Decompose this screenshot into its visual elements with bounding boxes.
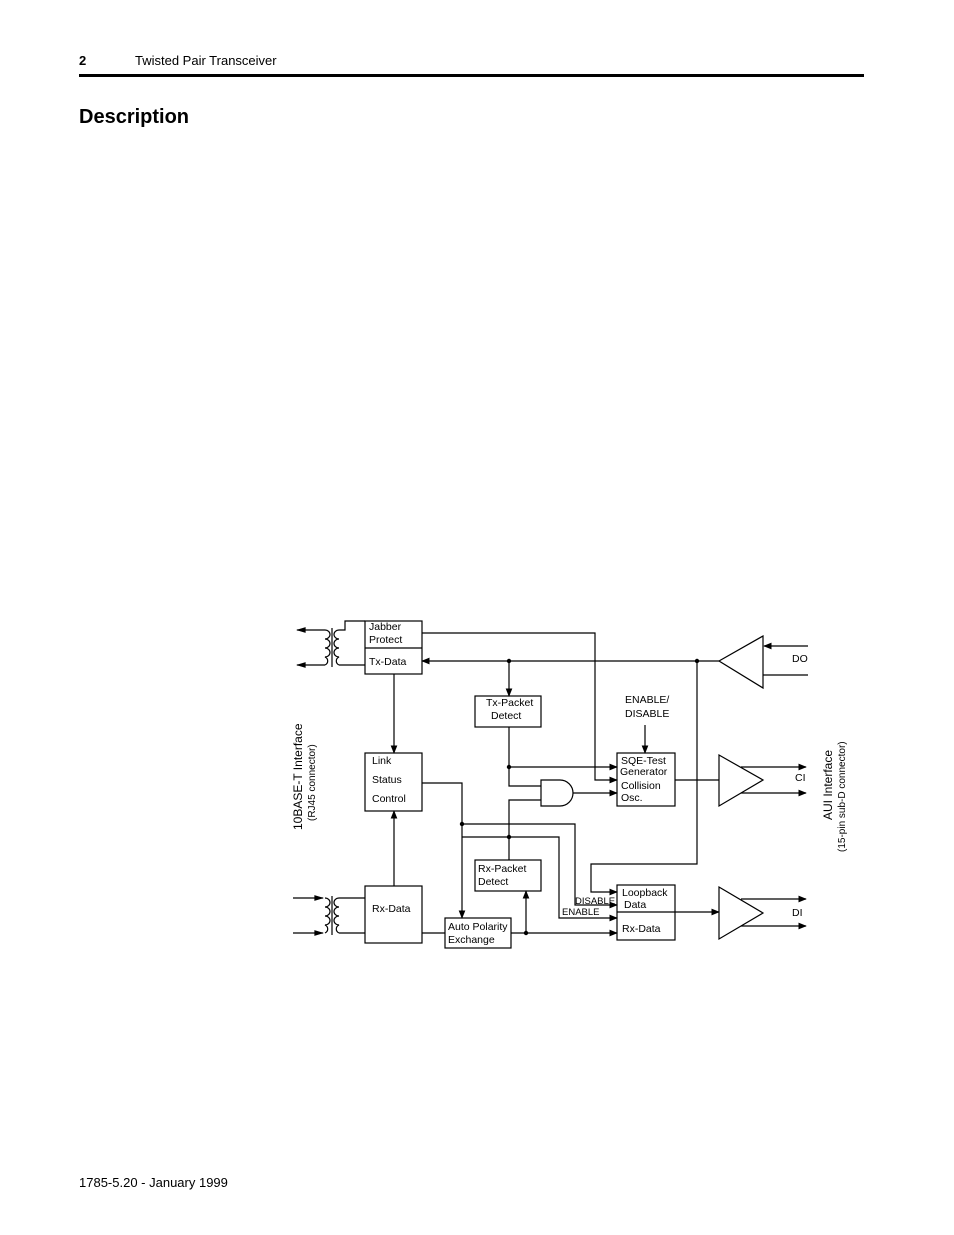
left-interface-subtitle: (RJ45 connector)	[307, 744, 318, 821]
do-buffer-icon	[717, 634, 808, 690]
rx-data-right-label: Rx-Data	[622, 923, 661, 935]
auto-polarity-block: Auto Polarity Exchange	[444, 917, 512, 949]
tx-packet-label: Tx-Packet	[486, 697, 533, 709]
publication-footer: 1785-5.20 - January 1999	[79, 1175, 228, 1190]
protect-label: Protect	[369, 634, 402, 646]
rx-packet-label: Rx-Packet	[478, 863, 527, 875]
tx-data-label: Tx-Data	[369, 656, 407, 668]
collision-label: Collision	[621, 780, 661, 792]
rx-data-left-label: Rx-Data	[372, 903, 411, 915]
right-interface-subtitle: (15-pin sub-D connector)	[837, 741, 848, 852]
control-label: Control	[372, 793, 406, 805]
signal-wires	[390, 632, 720, 937]
link-status-control-block: Link Status Control	[364, 752, 423, 812]
tx-packet-detect-block: Tx-Packet Detect	[474, 695, 542, 728]
jabber-tx-block: Jabber Protect Tx-Data	[364, 620, 423, 675]
di-label: DI	[792, 907, 803, 919]
rx-packet-detect-block: Rx-Packet Detect	[474, 859, 542, 892]
sqe-test-block: SQE-Test Generator Collision Osc.	[616, 752, 676, 807]
enable-disable-label-2: DISABLE	[625, 708, 669, 720]
right-interface-title: AUI Interface	[821, 750, 835, 820]
loopback-rx-block: Loopback Data Rx-Data	[616, 884, 676, 941]
jabber-label: Jabber	[369, 621, 402, 633]
exchange-label: Exchange	[448, 934, 495, 946]
tx-transformer-icon	[296, 620, 365, 668]
status-label: Status	[372, 774, 402, 786]
do-label: DO	[792, 653, 808, 665]
rx-transformer-icon	[293, 895, 365, 936]
auto-polarity-label: Auto Polarity	[448, 921, 508, 933]
ci-buffer-icon	[718, 753, 807, 808]
junction-dots	[459, 658, 700, 936]
rx-data-left-block: Rx-Data	[364, 885, 423, 944]
sqe-test-label: SQE-Test	[621, 755, 666, 767]
header-rule	[79, 74, 864, 77]
tx-detect-label: Detect	[491, 710, 521, 722]
left-interface-title: 10BASE-T Interface	[291, 723, 305, 830]
section-heading: Description	[79, 106, 190, 128]
page-number: 2	[79, 53, 87, 68]
enable-disable-label-1: ENABLE/	[625, 694, 669, 706]
enable-label: ENABLE	[562, 907, 600, 918]
ci-label: CI	[795, 772, 806, 784]
running-title: Twisted Pair Transceiver	[135, 53, 277, 68]
disable-label: DISABLE	[575, 896, 615, 907]
loopback-data-label: Data	[624, 899, 646, 911]
link-label: Link	[372, 755, 392, 767]
and-gate-icon	[540, 779, 574, 807]
rx-detect-label: Detect	[478, 876, 508, 888]
di-buffer-icon	[718, 885, 807, 941]
osc-label: Osc.	[621, 792, 643, 804]
generator-label: Generator	[620, 766, 668, 778]
loopback-label: Loopback	[622, 887, 668, 899]
